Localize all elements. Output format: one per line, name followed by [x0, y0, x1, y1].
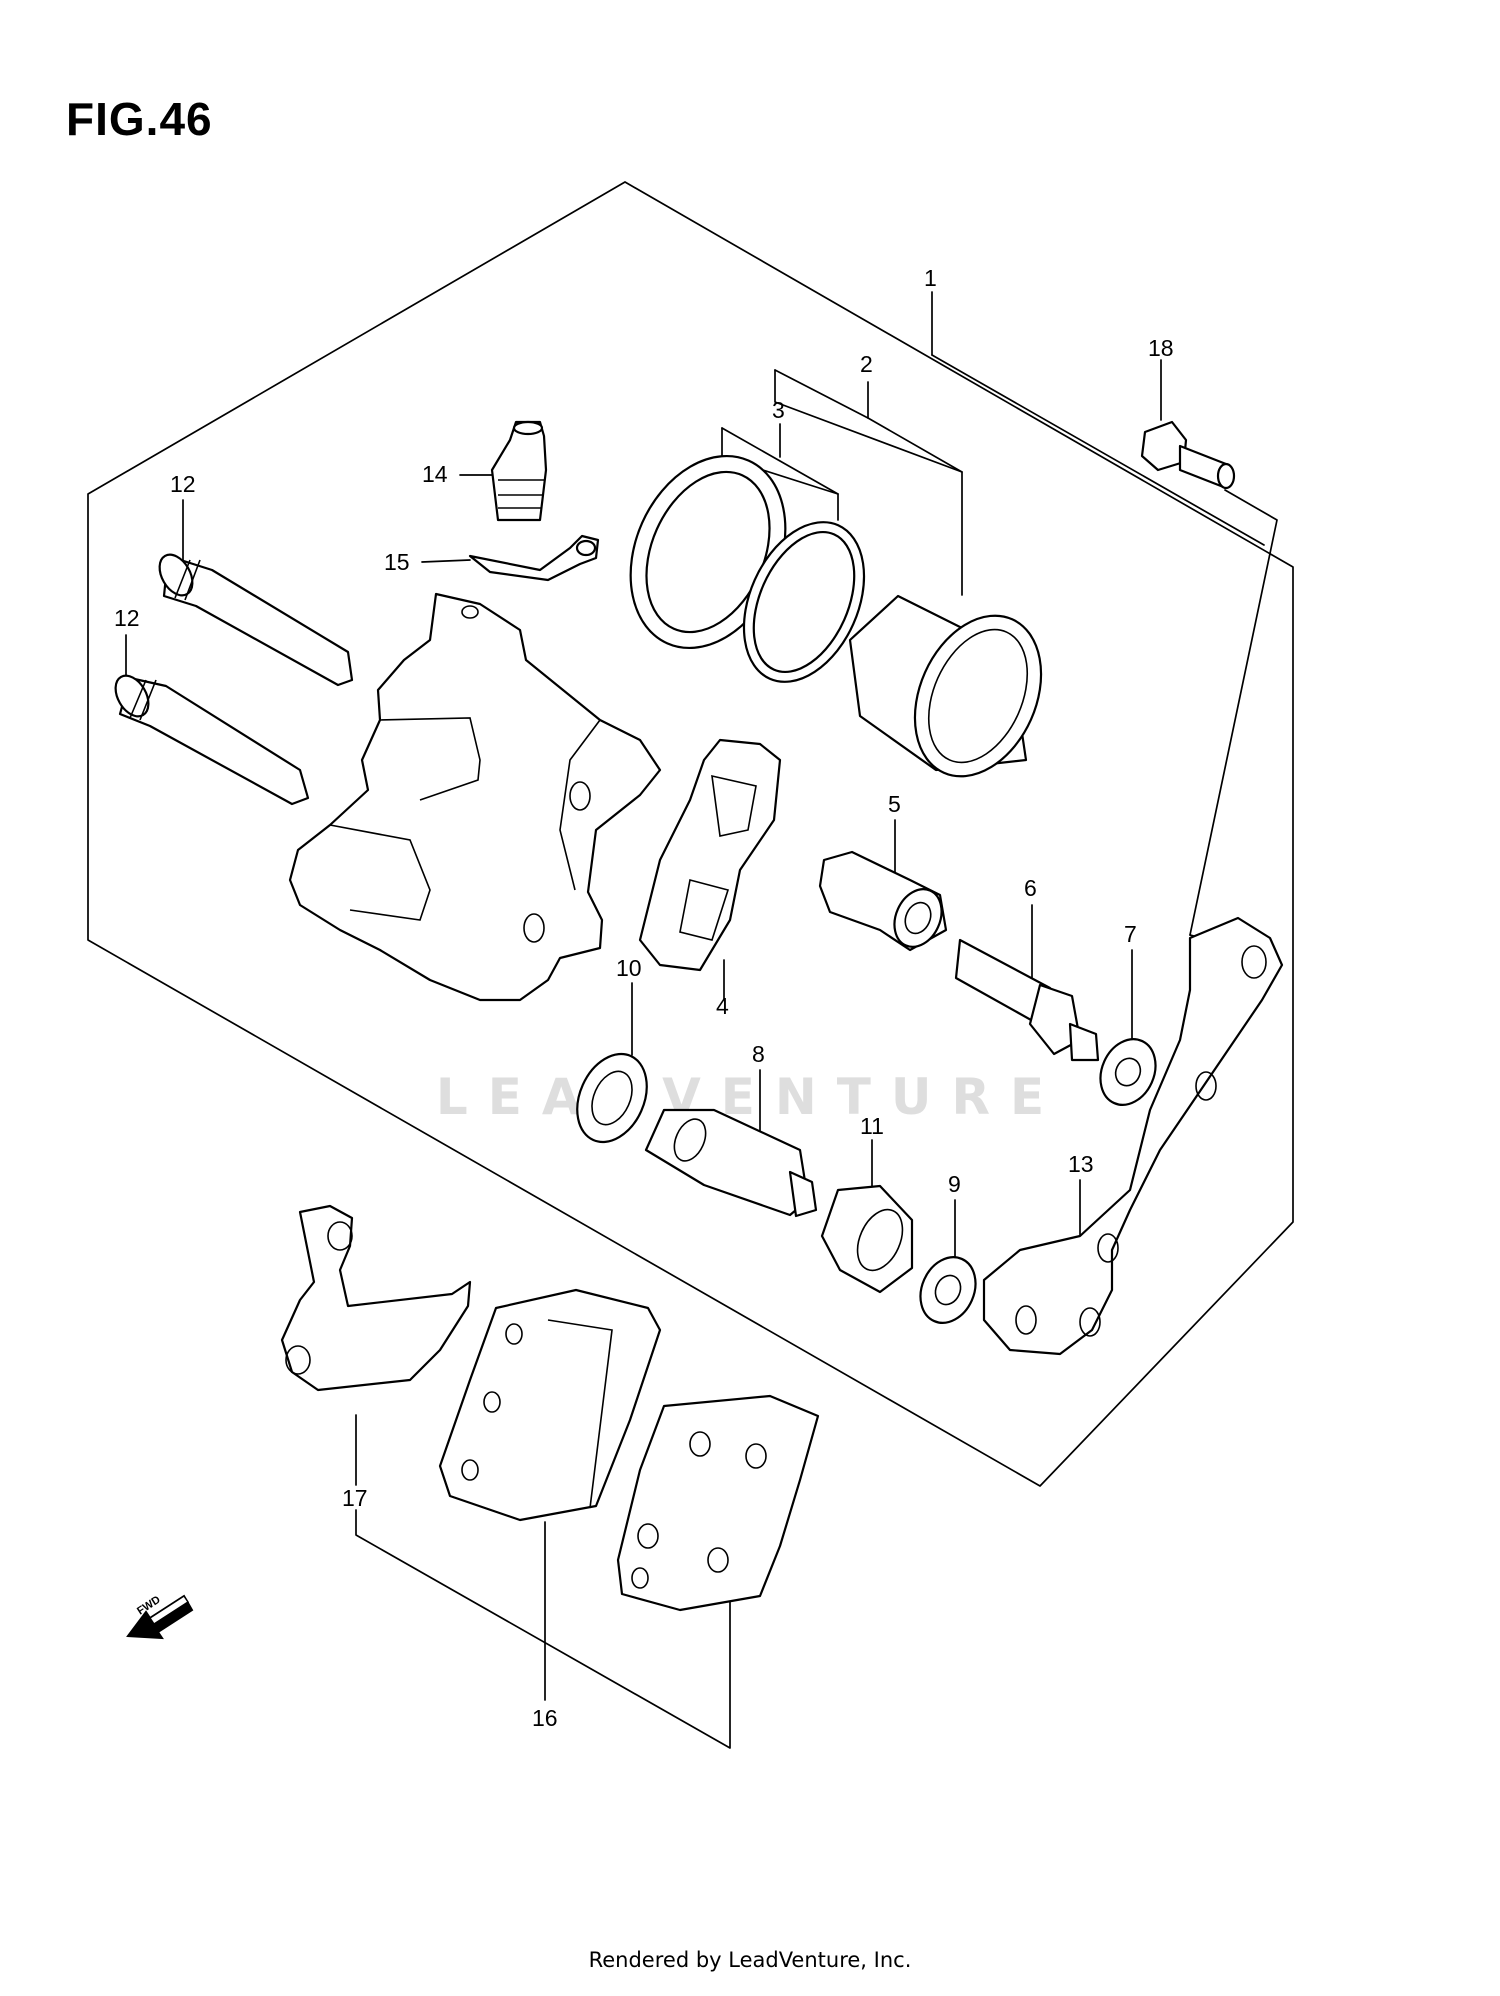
part-15-clip: [468, 534, 600, 582]
part-2-piston: [848, 594, 1043, 778]
callout-15: 15: [384, 549, 410, 575]
part-7-washer: [1099, 1038, 1157, 1106]
callout-6: 6: [1024, 875, 1037, 901]
part-16-pad-front: [616, 1394, 820, 1612]
part-17-shim: [280, 1204, 472, 1392]
part-4-pad-spring: [638, 738, 782, 972]
fwd-arrow-icon: [126, 1594, 194, 1640]
part-5-sleeve: [818, 850, 948, 952]
part-13-caliper-bracket: [982, 916, 1284, 1356]
part-8-pin: [644, 1108, 818, 1218]
part-caliper-body: [288, 592, 662, 1002]
callout-3: 3: [772, 397, 785, 423]
callout-12-lower: 12: [114, 605, 140, 631]
watermark-text: LEADVENTURE: [435, 1068, 1065, 1126]
callout-17: 17: [342, 1485, 368, 1511]
part-6-bolt: [954, 938, 1100, 1062]
callout-5: 5: [888, 791, 901, 817]
callout-12-upper: 12: [170, 471, 196, 497]
figure-title: FIG.46: [66, 93, 213, 145]
part-10-boot: [576, 1052, 648, 1144]
part-16-pad-rear: [438, 1288, 662, 1522]
callout-10: 10: [616, 955, 642, 981]
part-11-boot: [820, 1184, 914, 1294]
part-12-pin-lower: [114, 674, 310, 806]
callout-2: 2: [860, 351, 873, 377]
callout-labels: 1 2 3 4 5 6 7 8 9 10 11 12 12 13 14 15 1…: [114, 265, 1174, 1731]
callout-8: 8: [752, 1041, 765, 1067]
callout-18: 18: [1148, 335, 1174, 361]
callout-14: 14: [422, 461, 448, 487]
callout-7: 7: [1124, 921, 1137, 947]
part-9-washer: [919, 1256, 977, 1324]
callout-9: 9: [948, 1171, 961, 1197]
part-12-pin-upper: [158, 553, 354, 687]
part-14-bleeder-screw: [490, 420, 548, 522]
footer-credit: Rendered by LeadVenture, Inc.: [588, 1948, 912, 1972]
callout-1: 1: [924, 265, 937, 291]
callout-4: 4: [716, 993, 729, 1019]
callout-11: 11: [860, 1113, 884, 1139]
callout-13: 13: [1068, 1151, 1094, 1177]
callout-16: 16: [532, 1705, 558, 1731]
assembly-outline: [87, 181, 1294, 1487]
part-18-bolt: [1140, 420, 1236, 490]
part-3-dust-seal: [742, 521, 866, 683]
